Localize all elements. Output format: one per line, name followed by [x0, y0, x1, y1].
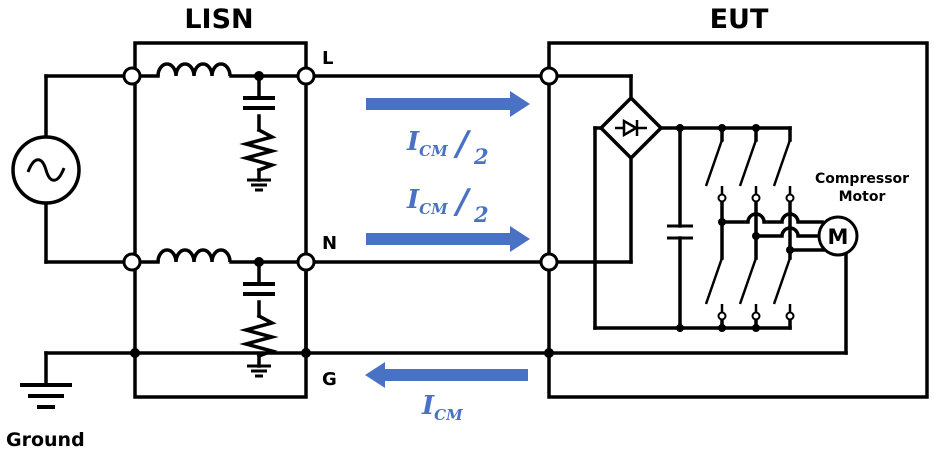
inverter-switches	[704, 139, 792, 316]
lisn-capacitors	[243, 96, 275, 296]
lisn-title: LISN	[184, 4, 253, 35]
switch-contacts	[717, 193, 795, 321]
lisn-inductor-n	[156, 248, 232, 263]
lisn-inductor-l	[156, 62, 232, 77]
motor-icon: M	[817, 215, 859, 257]
svg-text:2: 2	[473, 202, 489, 227]
terminal-l-label: L	[322, 48, 333, 69]
current-arrows	[365, 91, 530, 388]
svg-text:ICM: ICM	[421, 391, 463, 424]
arrow-g-left	[365, 362, 528, 388]
svg-text:ICM: ICM	[406, 185, 448, 218]
dc-link-capacitor	[667, 224, 693, 240]
lisn-ground-symbols	[247, 178, 271, 378]
motor-label: M	[828, 225, 849, 249]
svg-text:2: 2	[473, 144, 489, 169]
eut-box	[547, 41, 929, 399]
terminal-g-label: G	[322, 369, 337, 390]
svg-text:/: /	[453, 182, 472, 222]
current-label-l: ICM / 2	[406, 124, 489, 169]
arrow-l-right	[366, 91, 530, 117]
earth-ground-icon	[20, 383, 72, 409]
arrow-n-right	[366, 226, 530, 252]
junction-dots	[130, 71, 794, 358]
terminals	[122, 66, 559, 272]
terminal-n-label: N	[322, 233, 337, 254]
compressor-label-line2: Motor	[839, 189, 886, 205]
ac-source-icon	[11, 135, 81, 205]
compressor-label-line1: Compressor	[815, 171, 909, 187]
bridge-rectifier-icon	[615, 118, 647, 138]
eut-title: EUT	[710, 4, 769, 35]
current-label-g: ICM	[421, 391, 463, 424]
current-label-n: ICM / 2	[406, 182, 489, 227]
ground-label: Ground	[6, 429, 85, 451]
svg-text:/: /	[453, 124, 472, 164]
svg-text:ICM: ICM	[406, 127, 448, 160]
lisn-box	[133, 41, 308, 399]
